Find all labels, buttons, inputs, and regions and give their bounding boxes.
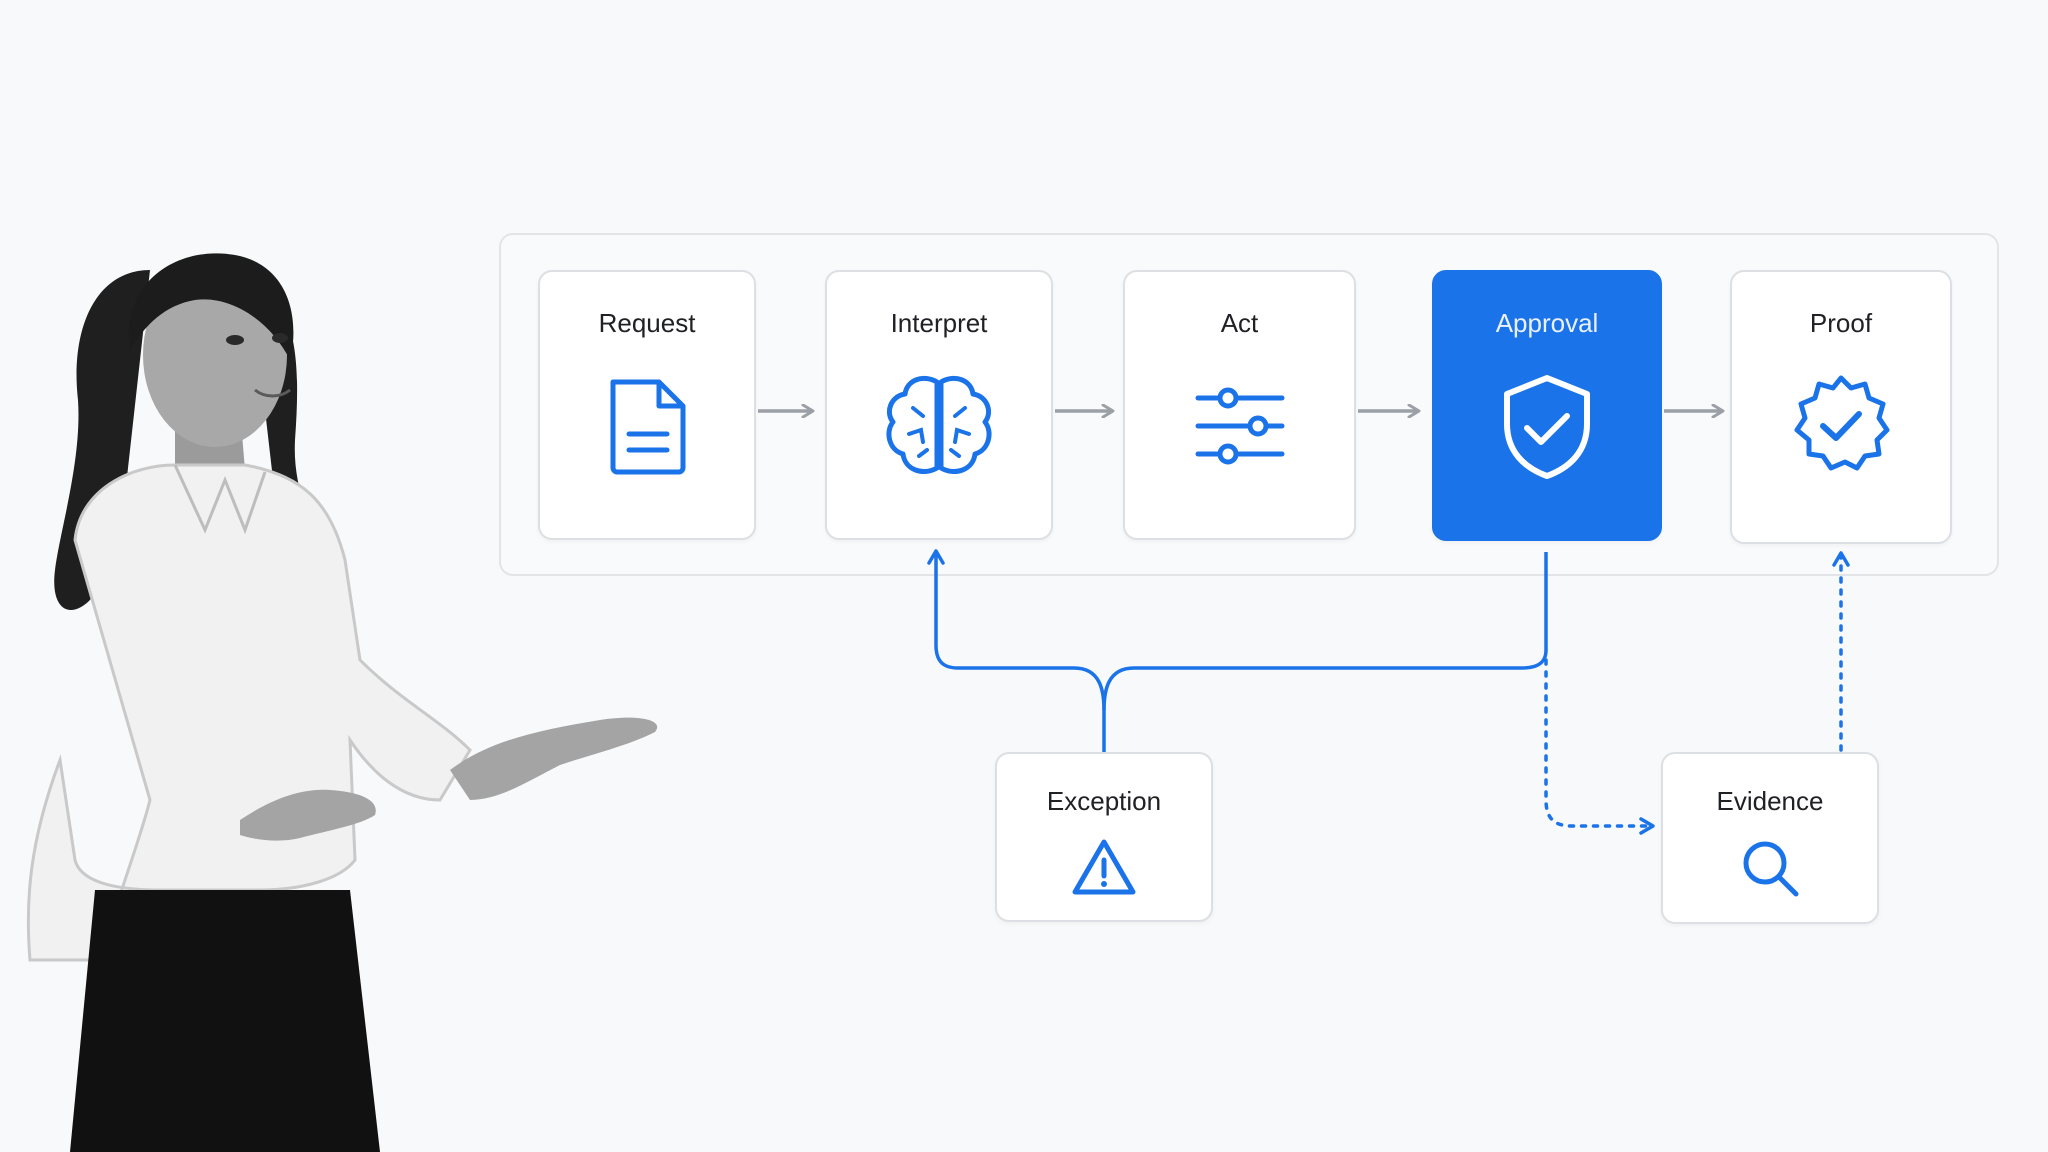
warning-icon — [1072, 839, 1136, 895]
step-card-interpret[interactable]: Interpret — [825, 270, 1053, 540]
step-card-approval[interactable]: Approval — [1432, 270, 1662, 541]
approval-to-exception-line — [1102, 552, 1548, 752]
step-card-act[interactable]: Act — [1123, 270, 1356, 540]
presenter-figure — [26, 253, 658, 1152]
branch-card-evidence[interactable]: Evidence — [1661, 752, 1879, 924]
branch-label-evidence: Evidence — [1716, 786, 1824, 816]
step-label-proof: Proof — [1809, 308, 1873, 338]
document-icon — [610, 379, 686, 475]
search-icon — [1743, 841, 1799, 897]
step-label-interpret: Interpret — [890, 308, 988, 338]
step-card-request[interactable]: Request — [538, 270, 756, 540]
step-card-proof[interactable]: Proof — [1730, 270, 1952, 544]
brain-icon — [886, 376, 992, 474]
step-label-request: Request — [598, 308, 696, 338]
shield-check-icon — [1504, 375, 1590, 479]
verified-badge-icon — [1794, 375, 1890, 471]
branch-card-exception[interactable]: Exception — [995, 752, 1213, 922]
branch-label-exception: Exception — [1046, 786, 1162, 816]
approval-to-evidence-dotted — [1544, 658, 1655, 835]
step-label-act: Act — [1220, 308, 1259, 338]
step-label-approval: Approval — [1495, 308, 1599, 338]
sliders-icon — [1195, 387, 1284, 465]
